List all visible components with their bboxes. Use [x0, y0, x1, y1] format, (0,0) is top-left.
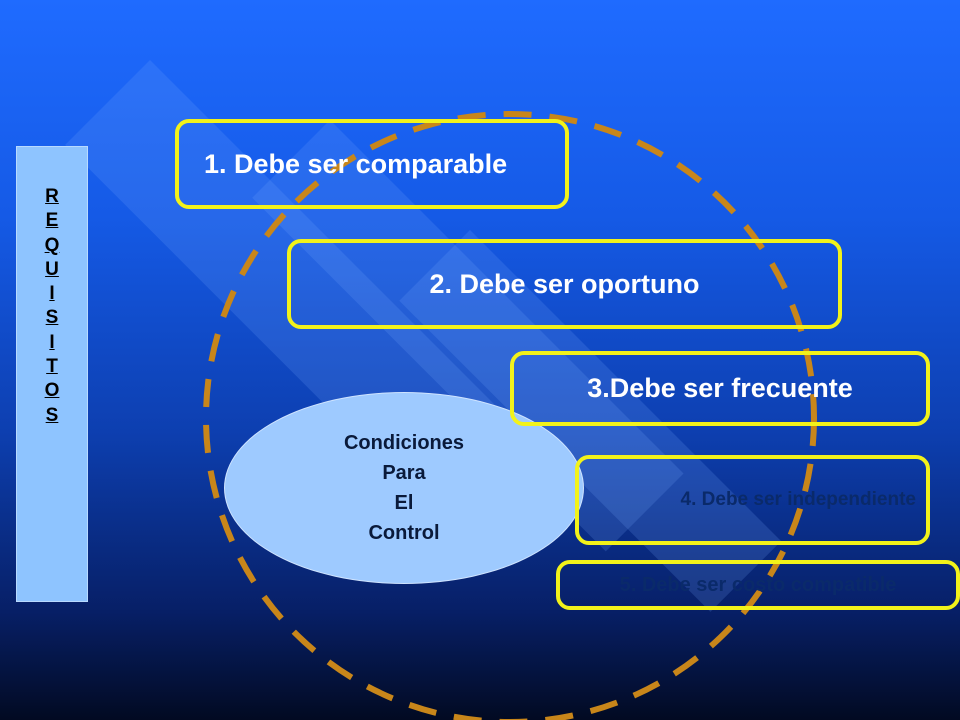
- side-letter: U: [45, 258, 59, 280]
- center-line: Condiciones: [343, 432, 464, 454]
- center-line: Control: [368, 522, 440, 544]
- side-letter: S: [45, 307, 59, 329]
- side-letter: S: [45, 404, 59, 426]
- side-letter: O: [44, 380, 60, 402]
- side-letter: Q: [44, 234, 60, 256]
- requirement-2: 2. Debe ser oportuno: [287, 239, 842, 329]
- requirement-4: 4. Debe ser independiente: [575, 455, 930, 545]
- side-letter: R: [45, 186, 59, 207]
- side-letter: I: [49, 331, 55, 353]
- side-letter: I: [49, 283, 55, 305]
- center-conditions: Condiciones Para El Control: [224, 392, 584, 584]
- side-letter: T: [46, 356, 58, 378]
- requirement-5: 5. Debe ser costo compatible: [556, 560, 960, 610]
- side-letter: E: [45, 210, 59, 232]
- requisitos-label: R E Q U I S I T O S: [16, 146, 88, 602]
- center-line: Para: [382, 462, 426, 484]
- requirement-1: 1. Debe ser comparable: [175, 119, 569, 209]
- requirement-3: 3.Debe ser frecuente: [510, 351, 930, 426]
- center-line: El: [394, 492, 414, 514]
